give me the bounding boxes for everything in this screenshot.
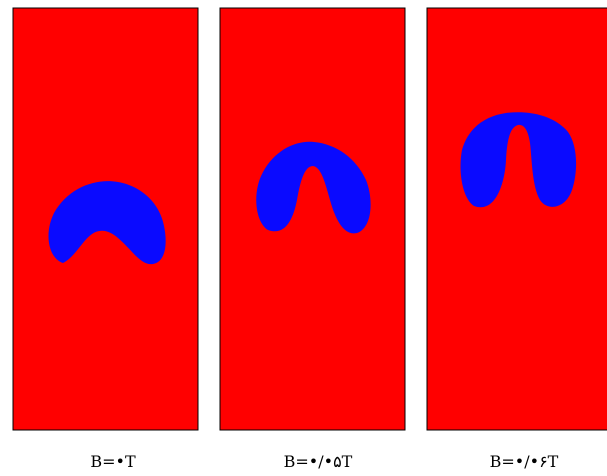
panel-3-fluid-domain	[426, 7, 607, 431]
panel-3-bubble	[460, 112, 577, 208]
panel-1-bubble	[48, 181, 166, 265]
panel-3-caption: B=•/•۶T	[489, 452, 559, 471]
panel-2-fluid-domain	[219, 7, 406, 431]
panel-2	[219, 7, 406, 431]
panel-1-caption: B=•T	[90, 452, 136, 471]
panel-2-caption: B=•/•۵T	[283, 452, 353, 471]
panel-2-bubble	[256, 141, 371, 234]
panel-3	[426, 7, 607, 431]
panel-1	[12, 7, 199, 431]
